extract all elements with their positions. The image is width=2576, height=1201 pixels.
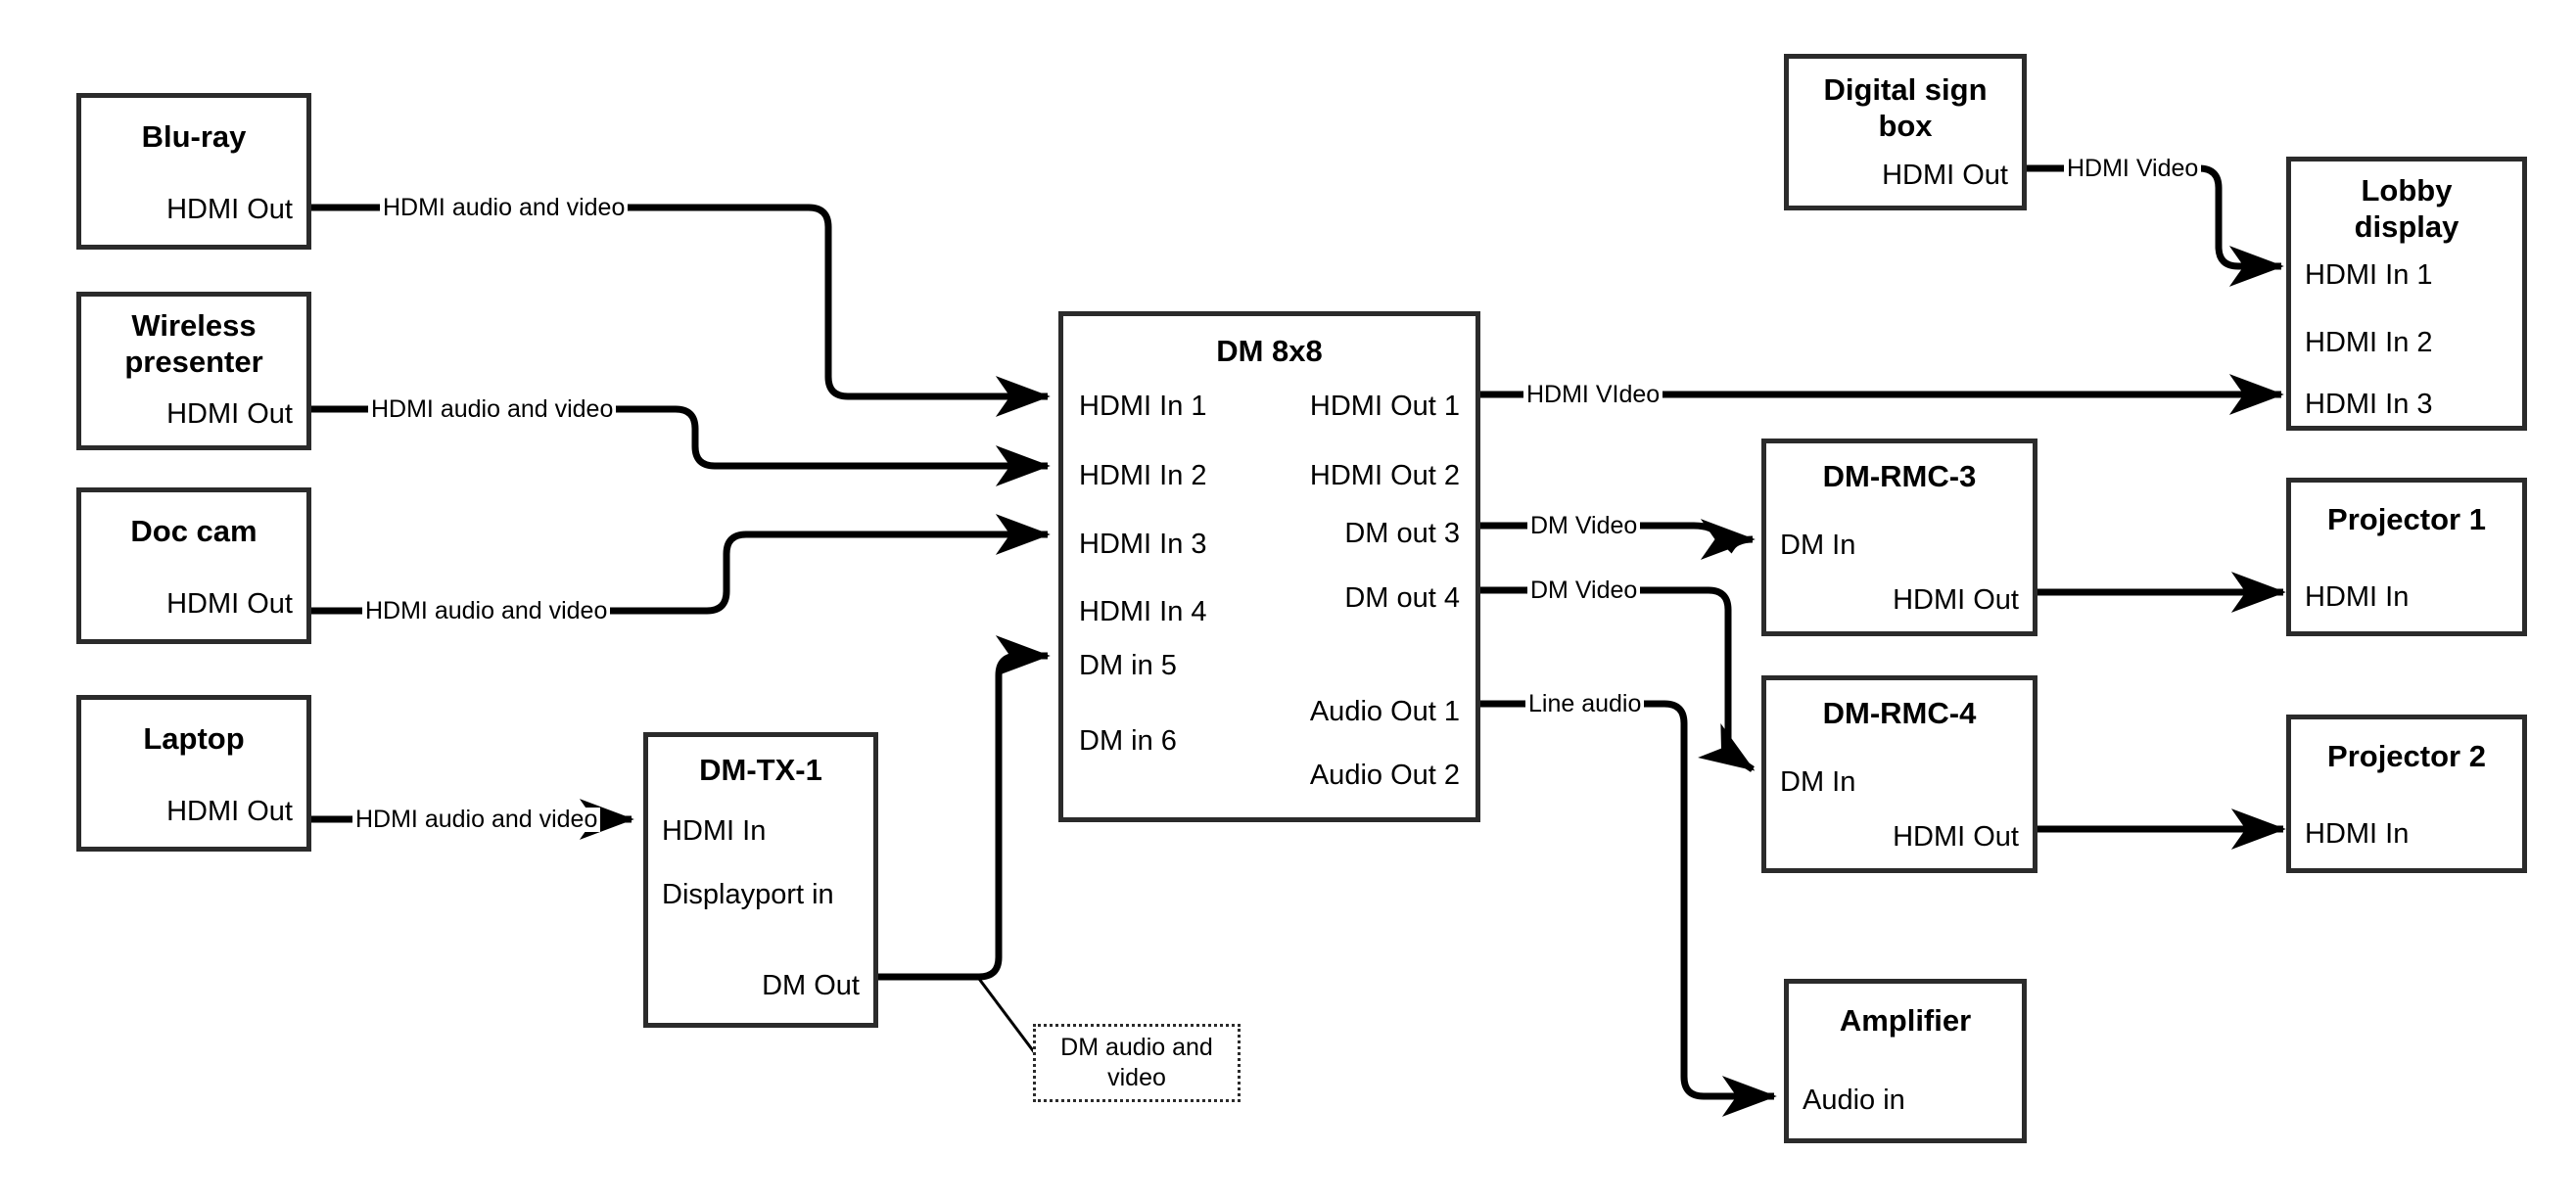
edge-label-digitalsign-to-lobby: HDMI Video	[2064, 157, 2202, 181]
node-dm-8x8-input-hdmi-in-2: HDMI In 2	[1079, 460, 1207, 491]
node-lobby-display-input-hdmi-in-2: HDMI In 2	[2305, 327, 2433, 358]
edge-label-dm-hdmiout1: HDMI VIdeo	[1523, 383, 1663, 407]
node-lobby-display[interactable]: Lobby display HDMI In 1 HDMI In 2 HDMI I…	[2286, 157, 2527, 431]
node-laptop-title: Laptop	[143, 721, 245, 756]
node-dm-rmc-4-port-hdmi-out: HDMI Out	[1893, 821, 2019, 853]
callout-leader-line	[977, 978, 1040, 1058]
node-projector-2[interactable]: Projector 2 HDMI In	[2286, 715, 2527, 873]
node-dm-8x8-input-hdmi-in-1: HDMI In 1	[1079, 391, 1207, 422]
node-dm-tx-1-port-hdmi-in: HDMI In	[662, 815, 767, 847]
node-lobby-display-title-line2: display	[2354, 208, 2459, 244]
node-laptop[interactable]: Laptop HDMI Out	[76, 695, 311, 852]
node-dm-rmc-4-port-dm-in: DM In	[1780, 766, 1856, 798]
wire-digitalsign-to-lobby-in1	[2027, 164, 2284, 287]
node-laptop-port-hdmi-out: HDMI Out	[166, 796, 293, 827]
node-digital-sign-box-title-line1: Digital sign	[1823, 72, 1988, 107]
node-wireless-presenter-port-hdmi-out: HDMI Out	[166, 398, 293, 430]
node-doc-cam-port-hdmi-out: HDMI Out	[166, 588, 293, 620]
wire-dm-dmout4-to-dmrmc4	[1480, 586, 1756, 772]
node-projector-1-title: Projector 1	[2327, 502, 2486, 536]
node-dm-tx-1-port-displayport-in: Displayport in	[662, 879, 834, 910]
node-amplifier-port-audio-in: Audio in	[1803, 1085, 1905, 1116]
node-wireless-presenter-title-line1: Wireless	[131, 308, 257, 343]
node-lobby-display-input-hdmi-in-3: HDMI In 3	[2305, 389, 2433, 420]
edge-label-dm-audioout1: Line audio	[1525, 692, 1645, 716]
node-dm-8x8[interactable]: DM 8x8 HDMI In 1 HDMI In 2 HDMI In 3 HDM…	[1058, 311, 1480, 822]
node-doc-cam[interactable]: Doc cam HDMI Out	[76, 487, 311, 644]
node-bluray[interactable]: Blu-ray HDMI Out	[76, 93, 311, 250]
node-dm-8x8-input-hdmi-in-3: HDMI In 3	[1079, 529, 1207, 560]
edge-label-bluray-to-dm: HDMI audio and video	[380, 196, 629, 220]
node-dm-8x8-input-dm-in-6: DM in 6	[1079, 725, 1177, 757]
node-dm-8x8-output-audio-out-2: Audio Out 2	[1309, 760, 1460, 791]
node-lobby-display-title: Lobby display	[2291, 173, 2522, 245]
edge-label-wireless-to-dm: HDMI audio and video	[368, 397, 617, 422]
node-lobby-display-title-line1: Lobby	[2361, 173, 2453, 208]
node-wireless-presenter-title-line2: presenter	[124, 344, 263, 379]
node-amplifier[interactable]: Amplifier Audio in	[1784, 979, 2027, 1143]
node-dm-8x8-output-dm-out-4: DM out 4	[1344, 582, 1460, 614]
node-projector-1[interactable]: Projector 1 HDMI In	[2286, 478, 2527, 636]
node-amplifier-title: Amplifier	[1839, 1003, 1972, 1038]
wire-bluray-to-dm-in1	[311, 204, 1051, 417]
node-dm-8x8-output-hdmi-out-1: HDMI Out 1	[1309, 391, 1460, 422]
node-projector-1-port-hdmi-in: HDMI In	[2305, 581, 2410, 613]
node-digital-sign-box-title-line2: box	[1878, 108, 1933, 143]
node-dm-8x8-input-hdmi-in-4: HDMI In 4	[1079, 596, 1207, 627]
callout-line2: video	[1107, 1064, 1166, 1091]
edge-label-dm-dmout4: DM Video	[1527, 578, 1641, 603]
node-bluray-port-hdmi-out: HDMI Out	[166, 194, 293, 225]
wire-dm-audioout1-to-amplifier	[1480, 700, 1777, 1117]
node-bluray-title: Blu-ray	[141, 119, 247, 154]
node-doc-cam-title: Doc cam	[130, 514, 258, 548]
node-dm-8x8-output-audio-out-1: Audio Out 1	[1309, 696, 1460, 727]
callout-dm-audio-and-video: DM audio and video	[1033, 1024, 1241, 1102]
callout-line1: DM audio and	[1060, 1033, 1213, 1061]
node-dm-rmc-3-port-hdmi-out: HDMI Out	[1893, 584, 2019, 616]
node-projector-2-port-hdmi-in: HDMI In	[2305, 818, 2410, 850]
edge-label-laptop-to-dmtx1: HDMI audio and video	[352, 808, 601, 832]
node-dm-rmc-4-title: DM-RMC-4	[1822, 696, 1977, 730]
node-dm-rmc-4[interactable]: DM-RMC-4 DM In HDMI Out	[1761, 675, 2037, 873]
node-dm-rmc-3-port-dm-in: DM In	[1780, 530, 1856, 561]
node-digital-sign-box-port-hdmi-out: HDMI Out	[1882, 160, 2008, 191]
node-dm-8x8-input-dm-in-5: DM in 5	[1079, 650, 1177, 681]
node-lobby-display-input-hdmi-in-1: HDMI In 1	[2305, 259, 2433, 291]
edge-label-dm-dmout3: DM Video	[1527, 514, 1641, 538]
node-wireless-presenter[interactable]: Wireless presenter HDMI Out	[76, 292, 311, 450]
node-dm-tx-1-title: DM-TX-1	[699, 753, 822, 787]
node-dm-tx-1-port-dm-out: DM Out	[762, 970, 860, 1001]
node-dm-8x8-output-dm-out-3: DM out 3	[1344, 518, 1460, 549]
edge-label-doccam-to-dm: HDMI audio and video	[362, 599, 611, 624]
node-dm-8x8-title: DM 8x8	[1216, 334, 1323, 368]
node-projector-2-title: Projector 2	[2327, 739, 2486, 773]
node-dm-8x8-output-hdmi-out-2: HDMI Out 2	[1309, 460, 1460, 491]
node-dm-tx-1[interactable]: DM-TX-1 HDMI In Displayport in DM Out	[643, 732, 878, 1028]
node-wireless-presenter-title: Wireless presenter	[81, 308, 306, 380]
node-digital-sign-box[interactable]: Digital sign box HDMI Out	[1784, 54, 2027, 210]
node-dm-rmc-3-title: DM-RMC-3	[1822, 459, 1977, 493]
node-dm-rmc-3[interactable]: DM-RMC-3 DM In HDMI Out	[1761, 439, 2037, 636]
node-digital-sign-box-title: Digital sign box	[1789, 72, 2022, 144]
